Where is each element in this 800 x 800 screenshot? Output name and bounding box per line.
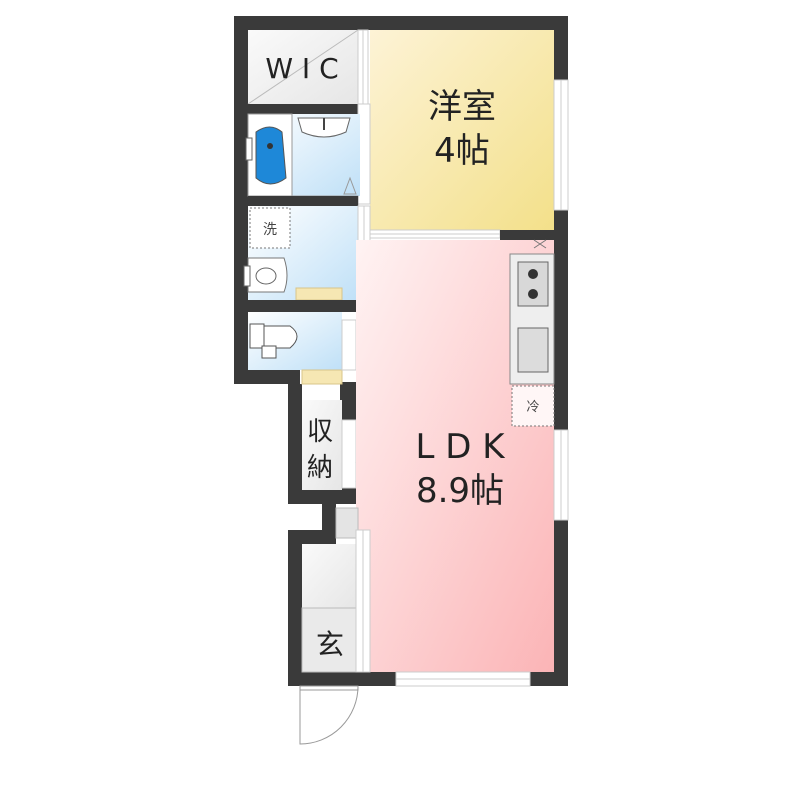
stove-icon	[517, 261, 549, 307]
bathtub-icon	[255, 126, 287, 185]
toilet-icon	[263, 325, 298, 349]
washroom: 洗	[243, 206, 358, 302]
kitchen-sink-icon	[517, 327, 549, 373]
western-room: 洋室 4帖	[370, 30, 554, 230]
entrance-label: 玄	[316, 628, 344, 661]
washroom-label: 洗	[263, 222, 277, 238]
wic-room: W I C	[247, 29, 359, 114]
western-room-label: 洋室	[428, 87, 496, 127]
wic-label: W I C	[265, 52, 338, 85]
washing-machine-area	[249, 207, 291, 249]
toilet-step	[301, 369, 343, 385]
entrance-hall: 玄	[301, 507, 359, 673]
toilet-room	[248, 312, 343, 385]
front-door[interactable]	[299, 685, 359, 745]
refrigerator-label: 冷	[526, 400, 539, 415]
washroom-step	[295, 287, 343, 301]
kitchen-counter	[509, 253, 555, 385]
refrigerator-space: 冷	[511, 385, 555, 427]
storage-closet: 収 納	[302, 400, 342, 490]
storage-label-1: 収	[307, 417, 333, 447]
ldk-size: 8.9帖	[416, 471, 504, 511]
storage-label-2: 納	[307, 453, 333, 483]
ldk-label: L D K	[415, 427, 506, 467]
western-room-size: 4帖	[434, 131, 490, 171]
bathroom	[245, 113, 360, 207]
